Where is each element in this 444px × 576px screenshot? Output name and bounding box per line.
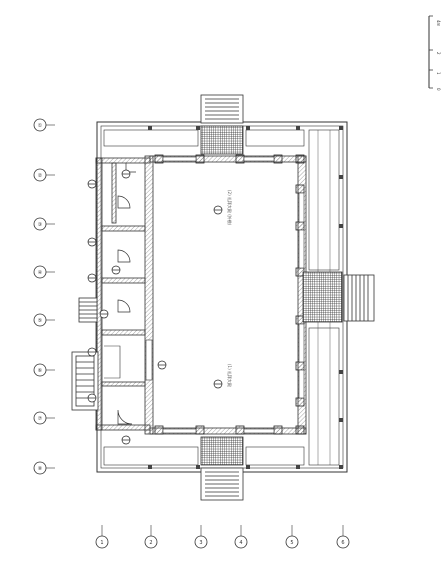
wall-siderooms-bottom bbox=[95, 424, 151, 431]
row-axis-label-4: ④ bbox=[38, 270, 43, 276]
section-markers bbox=[87, 169, 223, 445]
veranda-top-right bbox=[245, 129, 305, 147]
row-axis-label-1: ① bbox=[38, 123, 43, 129]
row-axis-label-5: ⑤ bbox=[38, 318, 42, 324]
stair-right bbox=[302, 271, 375, 323]
veranda-right-lower bbox=[308, 327, 340, 466]
column-axis-5: 5 bbox=[285, 525, 299, 549]
scale-label-4m: 4m bbox=[436, 20, 441, 27]
column-axis-4: 4 bbox=[234, 525, 248, 549]
row-axis-label-3: ③ bbox=[38, 222, 42, 228]
column-axis-label-6: 6 bbox=[341, 540, 344, 546]
hall-windows bbox=[145, 156, 305, 434]
scale-label-2: 2 bbox=[436, 52, 441, 55]
wall-partition-4 bbox=[101, 381, 146, 387]
stair-top bbox=[200, 94, 244, 155]
veranda-bottom bbox=[103, 446, 199, 466]
row-axis-2: ② bbox=[33, 168, 55, 182]
stair-bottom bbox=[200, 436, 244, 501]
veranda-bottom-right bbox=[245, 446, 305, 466]
row-axis-label-7: ⑦ bbox=[38, 416, 43, 422]
column-axis-2: 2 bbox=[144, 525, 158, 549]
room-label-outer: (2) 礼拜大殿 (外檐) bbox=[227, 190, 233, 226]
row-axis-label-8: ⑧ bbox=[38, 466, 43, 472]
row-axis-4: ④ bbox=[33, 265, 55, 279]
scale-label-1: 1 bbox=[436, 72, 441, 75]
row-axis-label-2: ② bbox=[38, 173, 43, 179]
wall-partition-3 bbox=[101, 329, 146, 336]
row-axis-1: ① bbox=[33, 118, 55, 132]
scale-label-0: 0 bbox=[436, 88, 441, 91]
column-axis-label-5: 5 bbox=[290, 540, 293, 546]
room-label-hall: (1) 礼拜大殿 bbox=[227, 364, 233, 387]
column-axis-3: 3 bbox=[194, 525, 208, 549]
row-axis-3: ③ bbox=[33, 217, 55, 231]
wall-left bbox=[144, 155, 154, 435]
wall-inner-left bbox=[111, 162, 117, 224]
veranda-right-upper bbox=[308, 129, 340, 271]
column-axis-6: 6 bbox=[336, 525, 350, 549]
hall-columns bbox=[154, 154, 305, 435]
row-axis-7: ⑦ bbox=[33, 411, 55, 425]
column-axis-label-1: 1 bbox=[100, 540, 103, 546]
row-axis-8: ⑧ bbox=[33, 461, 55, 475]
column-axes: 1 2 3 4 5 6 bbox=[95, 525, 350, 549]
scale-bar: 4m 2 1 0 bbox=[428, 15, 441, 91]
wall-partition-1 bbox=[101, 225, 146, 232]
row-axis-5: ⑤ bbox=[33, 313, 55, 327]
veranda-top bbox=[103, 129, 199, 147]
column-axis-1: 1 bbox=[95, 525, 109, 549]
wall-siderooms-top bbox=[95, 157, 151, 164]
outer-posts bbox=[148, 126, 343, 469]
wall-partition-2 bbox=[101, 277, 146, 284]
walls bbox=[95, 155, 307, 435]
row-axis-6: ⑥ bbox=[33, 363, 55, 377]
row-axes: ① ② ③ ④ ⑤ ⑥ ⑦ bbox=[33, 118, 55, 475]
column-axis-label-4: 4 bbox=[239, 540, 242, 546]
column-axis-label-2: 2 bbox=[149, 540, 152, 546]
column-axis-label-3: 3 bbox=[199, 540, 202, 546]
stair-left-upper bbox=[78, 297, 98, 323]
row-axis-label-6: ⑥ bbox=[38, 368, 43, 374]
